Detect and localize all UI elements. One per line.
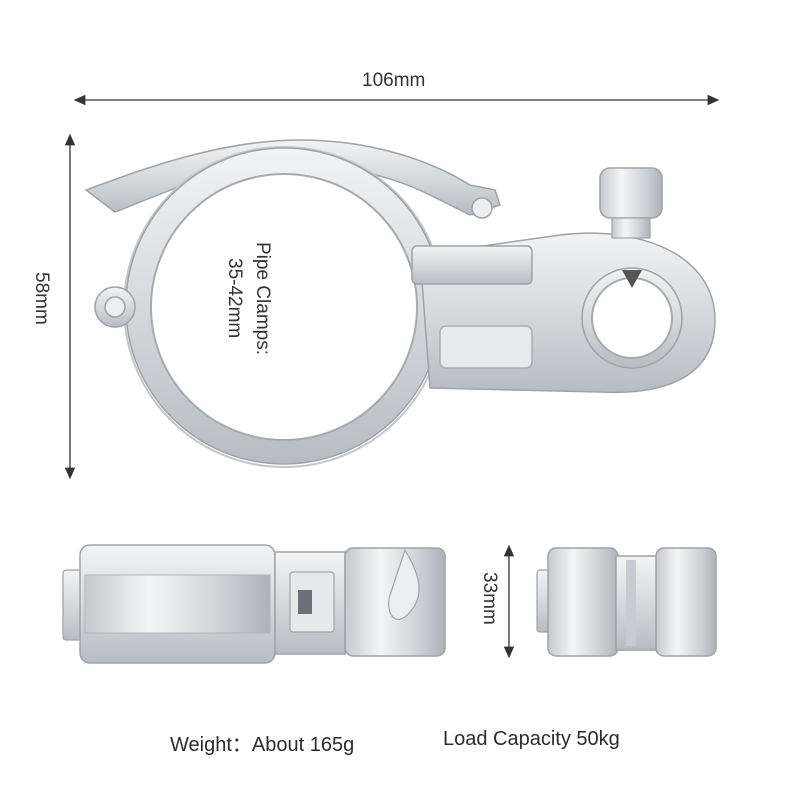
- pipe-clamps-label: Pipe Clamps:: [252, 242, 273, 355]
- clamp-side-view: [62, 544, 446, 664]
- thickness-label: 33mm: [479, 572, 500, 625]
- height-label: 58mm: [31, 272, 52, 325]
- clamp-top-view: [84, 139, 716, 468]
- weight-spec: Weight：About 165g: [170, 734, 355, 756]
- pipe-clamps-range: 35-42mm: [224, 258, 245, 339]
- clamp-end-view: [536, 547, 717, 657]
- width-label: 106mm: [362, 70, 426, 91]
- load-capacity-spec: Load Capacity 50kg: [443, 728, 620, 750]
